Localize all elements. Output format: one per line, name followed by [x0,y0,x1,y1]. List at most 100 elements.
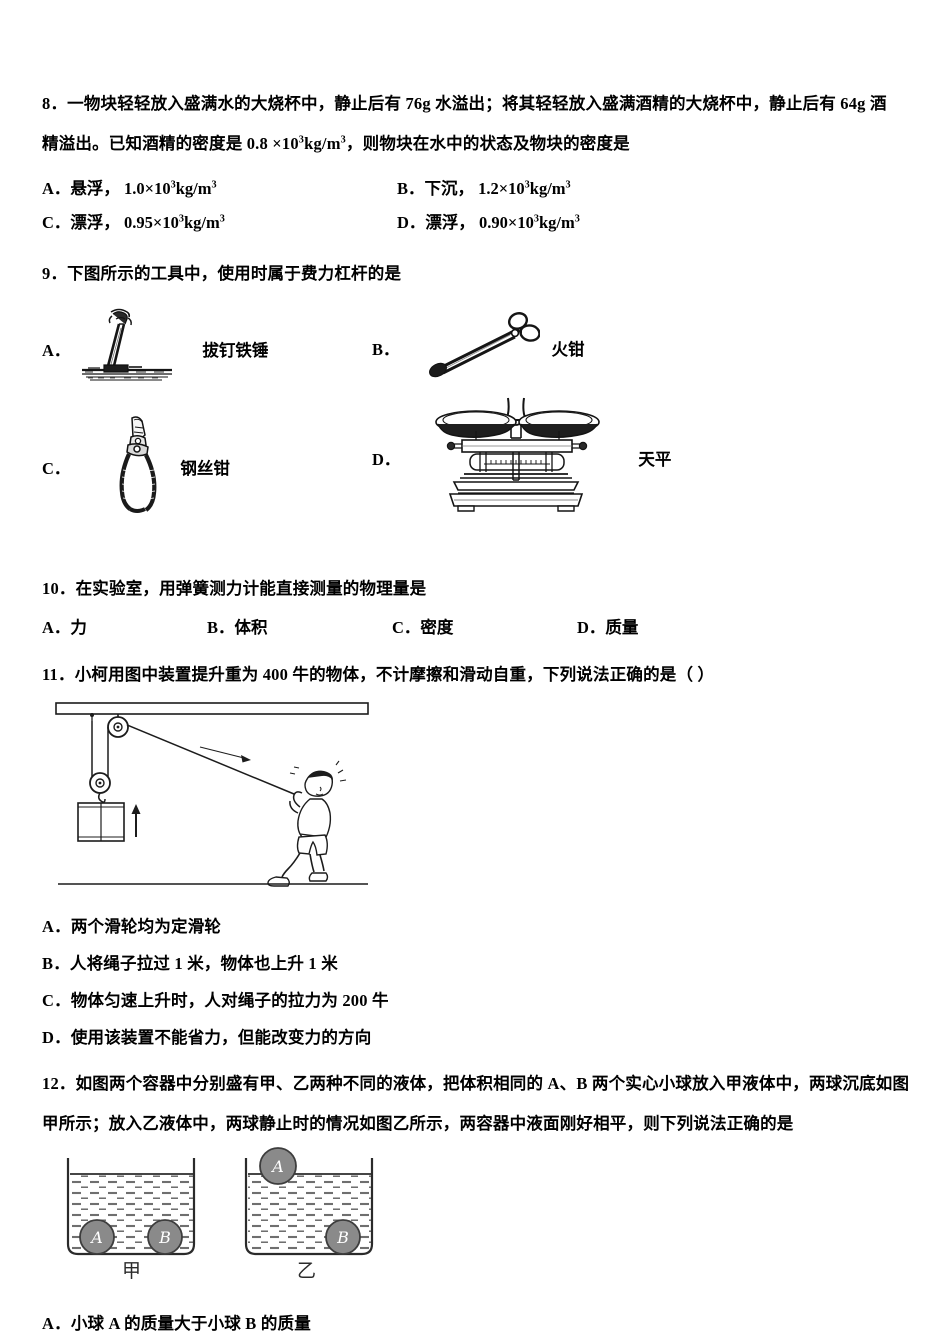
question-11-stem: 11．小柯用图中装置提升重为 400 牛的物体，不计摩擦和滑动自重，下列说法正确… [42,665,715,684]
question-8-option-d[interactable]: D．漂浮， 0.90×103kg/m3 [397,206,580,240]
ball-a-left [79,1219,115,1255]
q8-opt-b-letter: B． [397,179,425,198]
wire-pliers-icon [110,414,166,519]
q10-opt-b-text: 体积 [234,618,268,637]
rope [126,724,295,795]
beaker-left-caption: 甲 [122,1260,142,1282]
q8-opt-a-letter: A． [42,179,71,198]
ball-b-left [147,1219,183,1255]
question-9-option-b[interactable]: B． [372,312,585,383]
q11-opt-c-text: 物体匀速上升时，人对绳子的拉力为 200 牛 [70,991,389,1010]
q9-opt-a-label: 拔钉铁锤 [202,340,269,360]
question-10-stem: 10．在实验室，用弹簧测力计能直接测量的物理量是 [42,579,427,598]
q8-opt-d-letter: D． [397,213,426,232]
q8-opt-c-text: 漂浮， 0.95×10 [70,213,179,232]
svg-text:B: B [336,1228,349,1247]
question-9-option-a[interactable]: A． [42,308,268,389]
q8-stem-post: ，则物块在水中的状态及物块的密度是 [345,134,630,153]
question-11-option-b[interactable]: B．人将绳子拉过 1 米，物体也上升 1 米 [42,945,908,982]
question-11: 11．小柯用图中装置提升重为 400 牛的物体，不计摩擦和滑动自重，下列说法正确… [42,655,908,1056]
q8-opt-d-unit: kg/m [538,213,575,232]
q9-opt-c-label: 钢丝钳 [180,458,230,478]
question-10-option-b[interactable]: B．体积 [207,609,392,647]
q12-opt-a-letter: A． [42,1314,71,1333]
q8-opt-a-unit-sup: 3 [211,179,217,191]
person-pulling [267,760,347,887]
svg-text:B: B [158,1228,171,1247]
q8-opt-c-unit-sup: 3 [219,213,225,225]
q8-opt-c-sup: 3 [178,213,184,225]
q8-opt-b-sup: 3 [524,179,530,191]
beaker-left: A B [66,1158,196,1256]
q10-opt-d-text: 质量 [605,618,639,637]
balance-scale-icon [428,394,604,521]
q9-opt-b-letter: B． [372,339,400,359]
question-8-options-row-1: A．悬浮， 1.0×103kg/m3 B．下沉， 1.2×103kg/m3 [42,172,908,206]
question-10-option-c[interactable]: C．密度 [392,609,577,647]
q8-opt-d-unit-sup: 3 [574,213,580,225]
q8-opt-a-unit: kg/m [175,179,212,198]
q10-opt-a-text: 力 [70,618,87,637]
q8-opt-b-text: 下沉， 1.2×10 [424,179,525,198]
beaker-right-caption: 乙 [297,1260,317,1282]
q9-opt-c-letter: C． [42,458,71,478]
question-9-tool-grid: A． [42,294,908,569]
ball-a-right [259,1147,297,1185]
question-12: 12．如图两个容器中分别盛有甲、乙两种不同的液体，把体积相同的 A、B 两个实心… [42,1064,910,1344]
two-beakers-figure: A B A B 甲 乙 [52,1144,908,1284]
question-8-stem-line2: 精溢出。已知酒精的密度是 0.8 ×103kg/m3，则物块在水中的状态及物块的… [42,124,908,164]
q8-opt-d-sup: 3 [533,213,539,225]
question-10: 10．在实验室，用弹簧测力计能直接测量的物理量是 A．力 B．体积 C．密度 D… [42,569,908,647]
q8-stem-sup1: 3 [298,134,305,146]
question-8-stem-line1: 8．一物块轻轻放入盛满水的大烧杯中，静止后有 76g 水溢出；将其轻轻放入盛满酒… [42,94,887,113]
question-8-options-row-2: C．漂浮， 0.95×103kg/m3 D．漂浮， 0.90×103kg/m3 [42,206,908,240]
question-11-option-d[interactable]: D．使用该装置不能省力，但能改变力的方向 [42,1019,908,1056]
q8-stem-pre: 精溢出。已知酒精的密度是 0.8 ×10 [42,134,299,153]
question-8-option-c[interactable]: C．漂浮， 0.95×103kg/m3 [42,206,397,240]
question-9: 9．下图所示的工具中，使用时属于费力杠杆的是 A． [42,254,908,569]
q9-opt-b-label: 火钳 [551,339,585,359]
question-10-options-row: A．力 B．体积 C．密度 D．质量 [42,609,908,647]
q8-opt-a-text: 悬浮， 1.0×10 [70,179,171,198]
ball-b-right [325,1219,361,1255]
q10-opt-d-letter: D． [577,618,606,637]
question-11-option-a[interactable]: A．两个滑轮均为定滑轮 [42,908,908,945]
question-11-option-c[interactable]: C．物体匀速上升时，人对绳子的拉力为 200 牛 [42,982,908,1019]
page-content: 8．一物块轻轻放入盛满水的大烧杯中，静止后有 76g 水溢出；将其轻轻放入盛满酒… [42,84,910,1344]
question-12-stem-line2: 甲所示；放入乙液体中，两球静止时的情况如图乙所示，两容器中液面刚好相平，则下列说… [42,1114,794,1133]
q9-opt-a-letter: A． [42,340,71,360]
svg-text:A: A [270,1157,284,1176]
q11-opt-c-letter: C． [42,991,71,1010]
pulley-system-figure [48,695,908,900]
q8-opt-c-unit: kg/m [183,213,220,232]
q8-stem-sup2: 3 [340,134,346,146]
q10-opt-c-text: 密度 [420,618,454,637]
ceiling-beam [55,702,369,715]
question-9-stem: 9．下图所示的工具中，使用时属于费力杠杆的是 [42,264,402,283]
question-12-option-a[interactable]: A．小球 A 的质量大于小球 B 的质量 [42,1304,908,1344]
question-9-option-c[interactable]: C． [42,414,230,519]
fire-tongs-icon [420,312,541,383]
question-10-option-d[interactable]: D．质量 [577,609,638,647]
question-12-stem-line1: 12．如图两个容器中分别盛有甲、乙两种不同的液体，把体积相同的 A、B 两个实心… [42,1074,910,1093]
question-9-option-d[interactable]: D． [372,394,671,521]
q8-opt-b-unit-sup: 3 [565,179,571,191]
question-8-option-b[interactable]: B．下沉， 1.2×103kg/m3 [397,172,571,206]
q8-opt-d-text: 漂浮， 0.90×10 [425,213,534,232]
q9-opt-d-letter: D． [372,449,401,469]
pull-direction-arrow [199,746,251,763]
beaker-right: A B [244,1147,374,1256]
question-8-option-a[interactable]: A．悬浮， 1.0×103kg/m3 [42,172,397,206]
q8-opt-b-unit: kg/m [529,179,566,198]
q11-opt-b-text: 人将绳子拉过 1 米，物体也上升 1 米 [69,954,338,973]
q8-stem-mid: kg/m [304,134,341,153]
q11-opt-b-letter: B． [42,954,70,973]
q11-opt-a-letter: A． [42,917,71,936]
q8-opt-a-sup: 3 [170,179,176,191]
question-10-option-a[interactable]: A．力 [42,609,207,647]
q11-opt-a-text: 两个滑轮均为定滑轮 [70,917,222,936]
q10-opt-a-letter: A． [42,618,71,637]
question-8: 8．一物块轻轻放入盛满水的大烧杯中，静止后有 76g 水溢出；将其轻轻放入盛满酒… [42,84,908,240]
q11-opt-d-letter: D． [42,1028,71,1047]
q11-opt-d-text: 使用该装置不能省力，但能改变力的方向 [70,1028,372,1047]
